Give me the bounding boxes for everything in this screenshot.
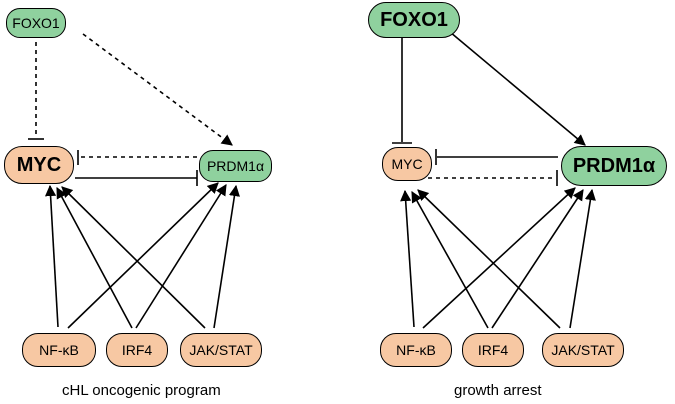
right-nfkb-node: NF-κB [380,333,452,367]
left-jakstat-label: JAK/STAT [189,342,253,358]
right-irf4-label: IRF4 [477,342,509,358]
right-foxo1-label: FOXO1 [380,8,448,31]
right-myc-label: MYC [391,156,423,172]
left-jakstat-node: JAK/STAT [180,333,262,367]
left-irf4-label: IRF4 [121,342,153,358]
left-nfkb-prdm1-arrow [67,182,219,329]
left-jakstat-myc-arrow [61,186,206,329]
left-myc-node: MYC [4,146,74,184]
right-nfkb-label: NF-κB [396,342,436,358]
left-irf4-prdm1-arrow [135,184,227,329]
left-irf4-myc-arrow [56,187,133,329]
right-foxo1-node: FOXO1 [368,2,460,38]
left-panel-edges [28,33,240,329]
left-foxo1-label: FOXO1 [12,15,60,31]
left-foxo1-prdm1-dashed-arrow [82,33,233,146]
left-prdm1-label: PRDM1α [206,158,265,174]
left-prdm1-node: PRDM1α [199,150,272,182]
right-nfkb-myc-arrow [400,189,415,328]
right-foxo1-prdm1-arrow [449,31,586,146]
right-irf4-prdm1-arrow [491,189,584,329]
left-nfkb-label: NF-κB [39,342,79,358]
left-panel-caption: cHL oncogenic program [62,382,221,399]
right-panel-edges [392,31,596,329]
right-jakstat-prdm1-arrow [569,188,596,329]
right-prdm1-label: PRDM1α [572,154,656,177]
right-jakstat-myc-arrow [417,189,561,329]
right-myc-node: MYC [382,147,432,181]
left-foxo1-node: FOXO1 [6,8,66,38]
right-irf4-myc-arrow [411,191,489,329]
right-irf4-node: IRF4 [462,333,524,367]
left-myc-label: MYC [16,153,62,176]
left-nfkb-myc-arrow [44,184,59,328]
right-panel-caption: growth arrest [454,382,542,399]
right-prdm1-node: PRDM1α [561,146,667,186]
right-jakstat-node: JAK/STAT [542,333,624,367]
left-jakstat-prdm1-arrow [213,184,240,329]
left-irf4-node: IRF4 [106,333,168,367]
right-nfkb-prdm1-arrow [422,187,576,329]
left-nfkb-node: NF-κB [22,333,96,367]
right-jakstat-label: JAK/STAT [551,342,615,358]
